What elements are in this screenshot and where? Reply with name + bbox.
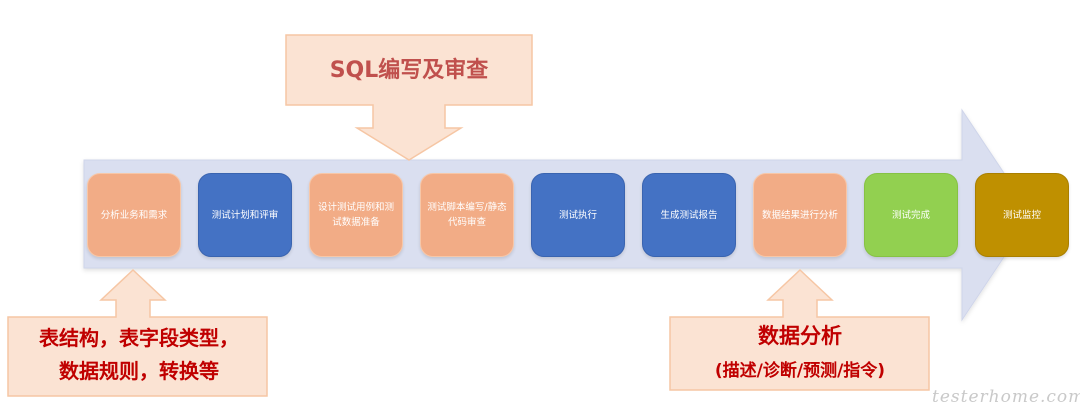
bottom-left-callout-text: 表结构，表字段类型， 数据规则，转换等 — [10, 322, 268, 388]
step-test-complete: 测试完成 — [864, 173, 958, 257]
bottom-left-line-1: 表结构，表字段类型， — [39, 326, 239, 350]
step-design-test-cases: 设计测试用例和测试数据准备 — [309, 173, 403, 257]
step-generate-report: 生成测试报告 — [642, 173, 736, 257]
step-test-plan-review: 测试计划和评审 — [198, 173, 292, 257]
bottom-right-callout-subtitle: (描述/诊断/预测/指令) — [714, 361, 886, 381]
step-label: 分析业务和需求 — [100, 209, 168, 221]
top-callout-shape — [285, 34, 533, 161]
step-label: 测试脚本编写/静态代码审查 — [427, 202, 507, 228]
bottom-left-line-2: 数据规则，转换等 — [59, 359, 219, 383]
bottom-right-callout-shape — [669, 268, 930, 391]
step-label: 生成测试报告 — [660, 209, 718, 221]
bottom-right-callout-title: 数据分析 — [758, 324, 842, 348]
bottom-left-callout-shape — [7, 268, 268, 397]
step-label: 设计测试用例和测试数据准备 — [317, 202, 394, 228]
step-label: 数据结果进行分析 — [761, 209, 838, 221]
step-test-execution: 测试执行 — [531, 173, 625, 257]
step-analyze-results: 数据结果进行分析 — [753, 173, 847, 257]
step-write-test-scripts: 测试脚本编写/静态代码审查 — [420, 173, 514, 257]
top-callout-text: SQL编写及审查 — [329, 58, 489, 83]
step-test-monitoring: 测试监控 — [975, 173, 1069, 257]
step-label: 测试完成 — [891, 209, 930, 221]
watermark: testerhome.com — [932, 387, 1080, 407]
step-label: 测试监控 — [1002, 209, 1041, 221]
step-label: 测试执行 — [558, 209, 597, 221]
step-label: 测试计划和评审 — [211, 209, 279, 221]
step-analyze-requirements: 分析业务和需求 — [87, 173, 181, 257]
